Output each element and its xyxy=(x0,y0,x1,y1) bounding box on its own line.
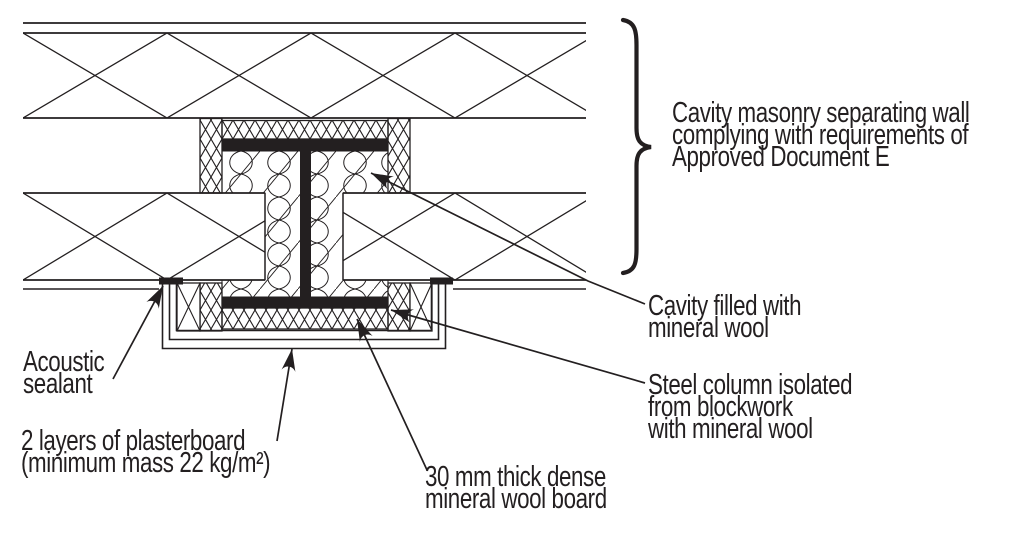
label-line: mineral wool xyxy=(648,312,769,344)
label-plasterboard: 2 layers of plasterboard (minimum mass 2… xyxy=(21,425,271,479)
label-line: 2 layers of plasterboard xyxy=(21,425,246,457)
cavity-strip-left xyxy=(199,117,223,194)
acoustic-sealant-right xyxy=(430,277,453,285)
leader-mineral-wool-board xyxy=(356,318,428,471)
steel-flange-bottom xyxy=(222,297,388,308)
leader-lines xyxy=(112,172,646,471)
steel-flange-top xyxy=(222,139,388,151)
leader-cavity-fill xyxy=(370,172,646,305)
top-wall-leaf xyxy=(23,32,586,119)
label-line: Approved Document E xyxy=(672,141,890,173)
steel-web xyxy=(300,151,311,297)
lower-strip-left xyxy=(199,282,223,332)
label-line: sealant xyxy=(23,368,93,400)
label-mineral-wool-board: 30 mm thick dense mineral wool board xyxy=(425,461,607,515)
label-line: Cavity filled with xyxy=(648,290,802,322)
label-line: with mineral wool xyxy=(648,413,813,445)
label-line: 30 mm thick dense xyxy=(425,461,606,493)
leader-steel-column xyxy=(390,309,646,384)
label-separating-wall: Cavity masonry separating wall complying… xyxy=(672,97,970,173)
label-line: mineral wool board xyxy=(425,483,607,515)
cavity-strip-right xyxy=(387,117,411,194)
plasterboard-layers xyxy=(161,284,447,350)
steel-column xyxy=(222,139,388,308)
leader-plasterboard xyxy=(276,348,296,442)
acoustic-sealant-left xyxy=(159,277,183,285)
batten-left xyxy=(176,282,201,332)
label-line: from blockwork xyxy=(648,391,793,423)
label-acoustic-sealant: Acoustic sealant xyxy=(23,346,105,400)
label-line: (minimum mass 22 kg/m²) xyxy=(21,447,271,479)
label-steel-column: Steel column isolated from blockwork wit… xyxy=(648,369,853,445)
cavity-board-top xyxy=(221,119,389,140)
label-line: Cavity masonry separating wall xyxy=(672,97,970,129)
wall-brace xyxy=(620,17,652,276)
label-line: Steel column isolated xyxy=(648,369,853,401)
label-line: complying with requirements of xyxy=(672,119,969,151)
lower-wall-leaf-left xyxy=(23,192,266,281)
label-line: Acoustic xyxy=(23,346,105,378)
dense-mineral-wool-board xyxy=(221,307,389,330)
leader-acoustic-sealant xyxy=(112,285,164,380)
label-cavity-fill: Cavity filled with mineral wool xyxy=(648,290,802,344)
lower-strip-right xyxy=(387,282,411,332)
lower-wall-leaf-right xyxy=(342,192,586,281)
batten-right xyxy=(409,282,433,332)
